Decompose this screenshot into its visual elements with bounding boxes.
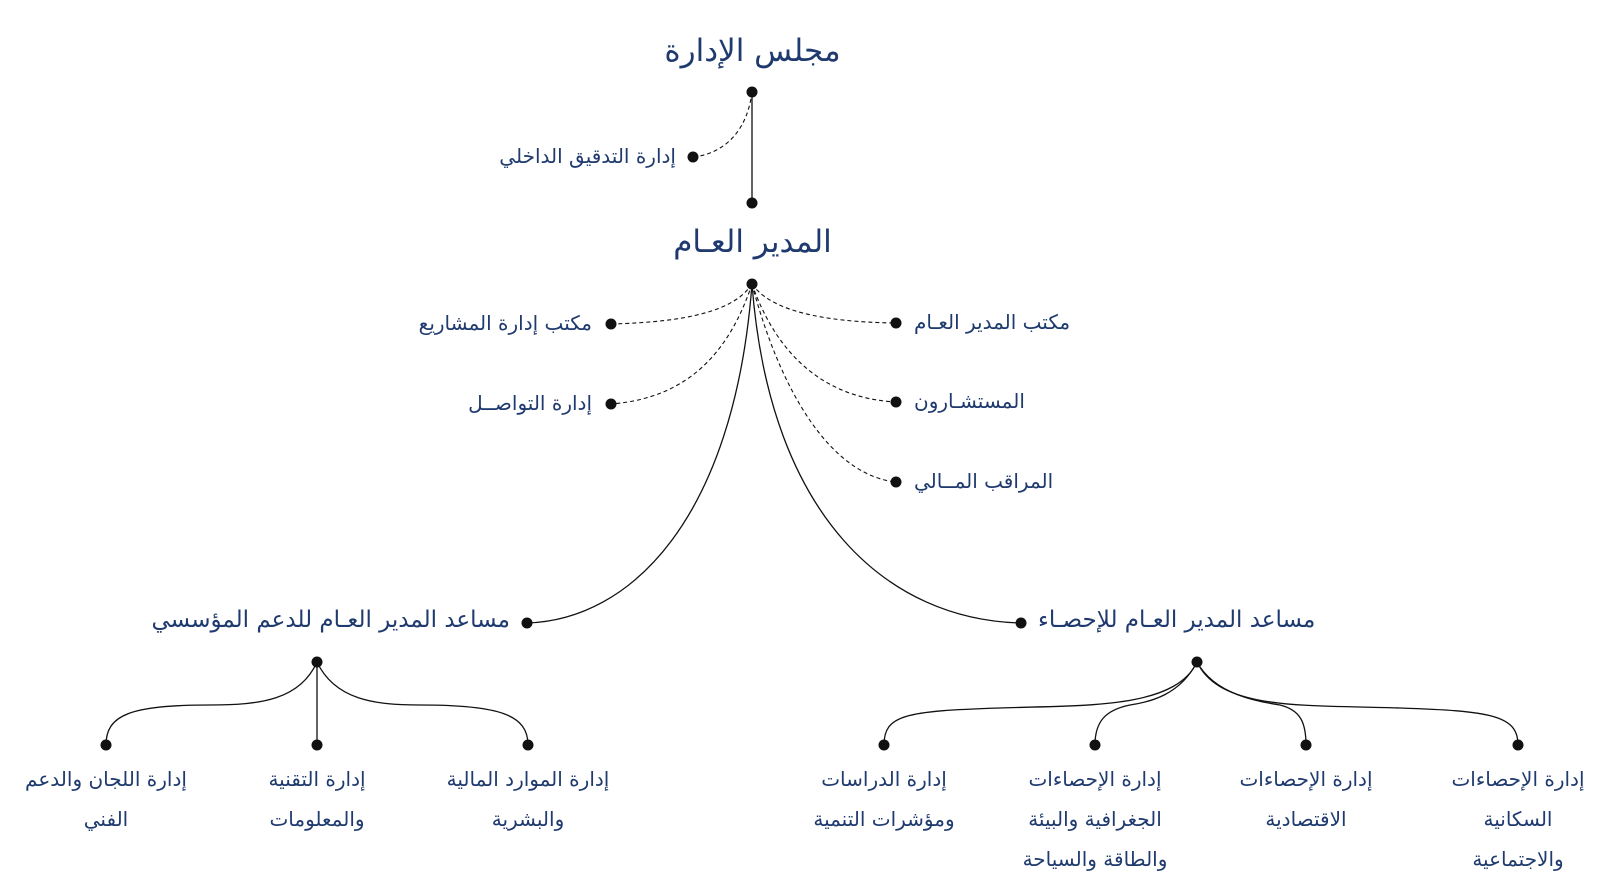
node-dots	[100, 86, 1524, 751]
line-stat-to-economic	[1196, 661, 1307, 746]
dept-economic-statistics: إدارة الإحصاءات الاقتصادية	[1211, 759, 1401, 839]
dept-committees-line-1: إدارة اللجان والدعم	[25, 767, 187, 791]
dept-it: إدارة التقنية والمعلومات	[222, 759, 412, 839]
dept-geographic-line-2: الجغرافية والبيئة	[1028, 807, 1162, 831]
gm-office-label: مكتب المدير العـام	[914, 310, 1071, 334]
dept-population-line-3: والاجتماعية	[1472, 847, 1564, 871]
dot-committees	[100, 739, 112, 751]
line-sup-to-hr-finance	[316, 661, 529, 746]
dot-asst-statistics	[1015, 617, 1027, 629]
dept-population-line-2: السكانية	[1483, 807, 1553, 831]
line-gm-to-asst-support	[526, 283, 753, 624]
dot-communications	[605, 398, 617, 410]
dept-economic-line-1: إدارة الإحصاءات	[1239, 767, 1373, 791]
dept-population-statistics: إدارة الإحصاءات السكانية والاجتماعية	[1428, 759, 1608, 879]
line-stat-to-population	[1196, 661, 1519, 746]
dot-advisors	[890, 396, 902, 408]
line-stat-to-studies	[883, 661, 1198, 746]
dot-gm-top	[746, 197, 758, 209]
dept-economic-line-2: الاقتصادية	[1265, 807, 1347, 831]
line-sup-to-committees	[105, 661, 318, 746]
dot-economic	[1300, 739, 1312, 751]
dept-hr-finance-line-1: إدارة الموارد المالية	[446, 767, 610, 791]
dot-gm	[746, 278, 758, 290]
line-gm-to-pmo	[610, 283, 753, 325]
line-gm-to-advisors	[751, 283, 897, 403]
dot-sup-hub	[311, 656, 323, 668]
dept-committees-line-2: الفني	[83, 807, 129, 831]
dot-hr-finance	[522, 739, 534, 751]
dept-studies-line-1: إدارة الدراسات	[821, 767, 947, 791]
dot-it	[311, 739, 323, 751]
dept-studies-indicators: إدارة الدراسات ومؤشرات التنمية	[789, 759, 979, 839]
financial-controller-label: المراقب المــالي	[914, 469, 1054, 493]
dept-it-line-2: والمعلومات	[269, 807, 365, 831]
internal-audit-label: إدارة التدقيق الداخلي	[499, 144, 676, 168]
asst-statistics-label: مساعد المدير العـام للإحصـاء	[1038, 607, 1316, 633]
general-manager-label: المدير العـام	[673, 224, 832, 260]
dept-population-line-1: إدارة الإحصاءات	[1451, 767, 1585, 791]
line-board-to-audit	[692, 91, 753, 158]
dot-board	[746, 86, 758, 98]
line-gm-to-controller	[751, 283, 897, 483]
dept-it-line-1: إدارة التقنية	[268, 767, 366, 791]
dot-stat-hub	[1191, 656, 1203, 668]
asst-support-label: مساعد المدير العـام للدعم المؤسسي	[151, 607, 511, 633]
dept-geographic-line-3: والطاقة والسياحة	[1022, 847, 1168, 871]
communications-label: إدارة التواصــل	[468, 391, 592, 415]
dot-geographic	[1089, 739, 1101, 751]
line-gm-to-communications	[610, 283, 753, 405]
dept-geographic-line-1: إدارة الإحصاءات	[1028, 767, 1162, 791]
line-stat-to-geographic	[1094, 661, 1198, 746]
dot-population	[1512, 739, 1524, 751]
dot-office	[890, 317, 902, 329]
dept-hr-finance: إدارة الموارد المالية والبشرية	[433, 759, 623, 839]
dot-controller	[890, 476, 902, 488]
dashed-connectors	[610, 91, 897, 483]
dot-asst-support	[521, 617, 533, 629]
dept-studies-line-2: ومؤشرات التنمية	[813, 807, 955, 831]
board-label: مجلس الإدارة	[664, 33, 841, 69]
dot-studies	[878, 739, 890, 751]
dept-geographic-statistics: إدارة الإحصاءات الجغرافية والبيئة والطاق…	[1000, 759, 1190, 879]
dot-pmo	[605, 318, 617, 330]
dot-audit	[687, 151, 699, 163]
dept-hr-finance-line-2: والبشرية	[491, 807, 565, 831]
line-gm-to-office	[751, 283, 897, 324]
dept-committees-support: إدارة اللجان والدعم الفني	[14, 759, 198, 839]
line-gm-to-asst-statistics	[751, 283, 1022, 624]
pmo-label: مكتب إدارة المشاريع	[418, 311, 592, 335]
solid-connectors	[105, 92, 1519, 746]
advisors-label: المستشـارون	[914, 389, 1025, 413]
